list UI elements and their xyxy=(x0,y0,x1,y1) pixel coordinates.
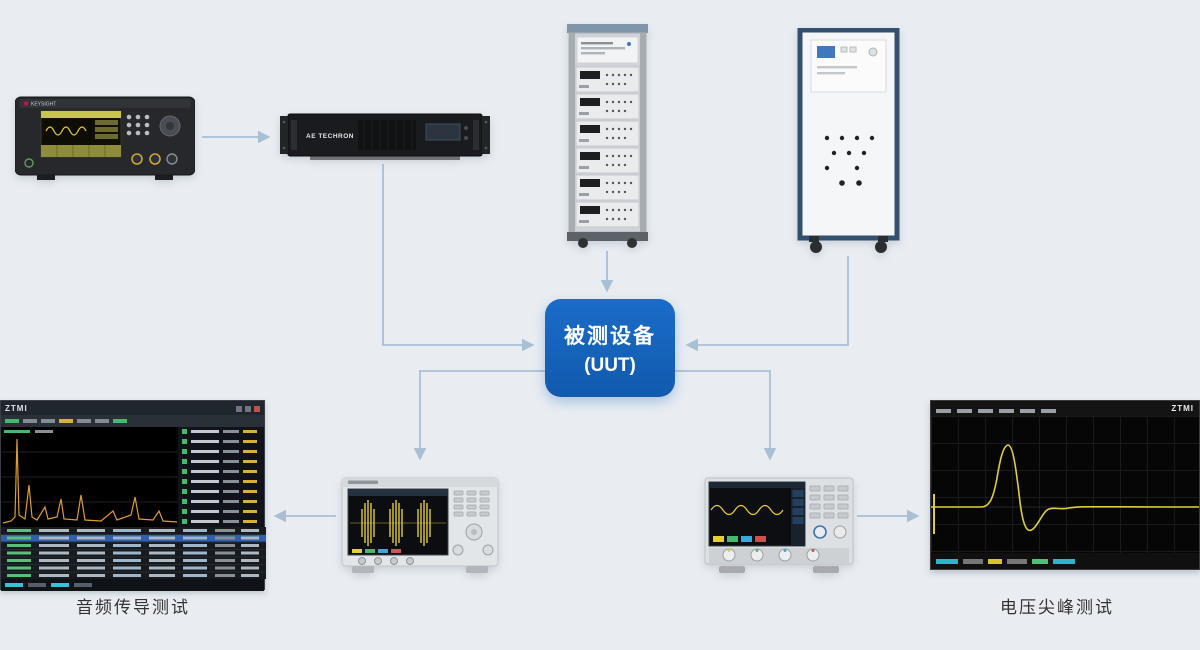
audio-screenshot-statusbar xyxy=(1,579,264,591)
caption-voltage-test: 电压尖峰测试 xyxy=(1000,598,1114,617)
audio-spectrum-plot xyxy=(1,427,178,527)
scope1-knob-3 xyxy=(482,544,494,556)
menu-items xyxy=(936,400,1062,418)
generator-screen xyxy=(40,110,122,158)
rack1-wheel-left xyxy=(578,238,588,248)
scope2-channel-knobs xyxy=(709,548,849,563)
rack2-display xyxy=(817,46,835,58)
scope2-foot-left xyxy=(719,566,745,573)
spectrum-trace xyxy=(2,438,178,524)
oscilloscope-1 xyxy=(340,476,500,576)
rack2-wheel-left xyxy=(810,241,822,253)
results-table xyxy=(1,527,266,579)
voltage-waveform-plot xyxy=(931,416,1199,553)
generator-knob xyxy=(159,115,181,137)
scope2-control-panel xyxy=(809,485,849,539)
amplifier-handle-left xyxy=(291,120,297,150)
voltage-screenshot-logo: ZTMI xyxy=(1171,404,1194,413)
amplifier-rack-ear-right xyxy=(482,116,490,154)
amplifier-button xyxy=(464,126,468,130)
measurement-list-panel xyxy=(177,427,264,527)
window-buttons xyxy=(233,399,260,417)
spike-waveform-trace xyxy=(931,444,1199,532)
rack1-top-cap xyxy=(567,24,648,33)
voltage-screenshot-statusbar xyxy=(931,553,1199,569)
rack2-control-panel xyxy=(810,39,887,93)
audio-screenshot-titlebar: ZTMI xyxy=(1,401,264,415)
rack1-modules xyxy=(575,66,640,228)
amplifier-display xyxy=(425,123,461,141)
oscilloscope-2 xyxy=(703,476,855,576)
rack1-base xyxy=(567,232,648,241)
arrow-rack2-to-uut xyxy=(685,256,849,352)
scope2-foot-right xyxy=(813,566,839,573)
amplifier-handle-right xyxy=(473,120,479,150)
power-supply-rack xyxy=(565,24,650,249)
test-cabinet-rack xyxy=(797,28,900,254)
uut-subtitle: (UUT) xyxy=(584,354,636,376)
scope2-knob-blue xyxy=(813,525,827,539)
maximize-icon xyxy=(245,406,251,412)
caption-audio-test: 音频传导测试 xyxy=(76,598,190,617)
generator-foot-right xyxy=(155,175,173,180)
scope2-screen xyxy=(708,481,806,547)
scope2-knob-gray xyxy=(833,525,847,539)
voltage-screenshot-menubar: ZTMI xyxy=(931,401,1199,416)
scope1-control-panel xyxy=(452,490,494,556)
rack2-terminal-sockets xyxy=(824,135,875,186)
minimize-icon xyxy=(236,406,242,412)
audio-screenshot-logo: ZTMI xyxy=(5,403,28,413)
arrow-uut-to-scope1 xyxy=(413,370,545,461)
amplifier-vent-grille xyxy=(358,120,416,150)
audio-analysis-screenshot: ZTMI xyxy=(0,400,266,591)
rack1-header-label xyxy=(576,36,639,64)
scope1-input-connectors xyxy=(358,557,414,565)
generator-foot-left xyxy=(37,175,55,180)
scope2-waveform-trace xyxy=(710,504,784,516)
generator-output-connectors xyxy=(131,153,178,165)
rack1-wheel-right xyxy=(627,238,637,248)
keysight-logo-icon xyxy=(23,101,29,106)
scope1-knob-2 xyxy=(452,544,464,556)
waveform-generator: KEYSIGHT xyxy=(15,93,195,181)
scope1-screen xyxy=(347,488,449,556)
audio-screenshot-toolbar xyxy=(1,415,264,427)
uut-block: 被测设备 (UUT) xyxy=(545,299,675,397)
rack2-wheel-right xyxy=(875,241,887,253)
scope1-burst-traces xyxy=(361,500,431,546)
arrow-uut-to-scope2 xyxy=(675,370,777,461)
generator-waveform-trace xyxy=(45,126,87,136)
close-icon xyxy=(254,406,260,412)
amplifier-brand: AE TECHRON xyxy=(306,133,354,140)
generator-power-button xyxy=(24,158,34,168)
scope1-foot-left xyxy=(352,566,374,573)
generator-keypad xyxy=(126,114,150,136)
scope1-foot-right xyxy=(466,566,488,573)
amplifier-rack-ear-left xyxy=(280,116,288,154)
arrow-amplifier-to-uut xyxy=(382,164,535,352)
voltage-spike-screenshot: ZTMI xyxy=(930,400,1200,570)
power-amplifier: AE TECHRON xyxy=(280,112,490,164)
generator-brand: KEYSIGHT xyxy=(31,102,56,108)
uut-title: 被测设备 xyxy=(564,324,656,348)
generator-brand-strip: KEYSIGHT xyxy=(19,99,191,108)
